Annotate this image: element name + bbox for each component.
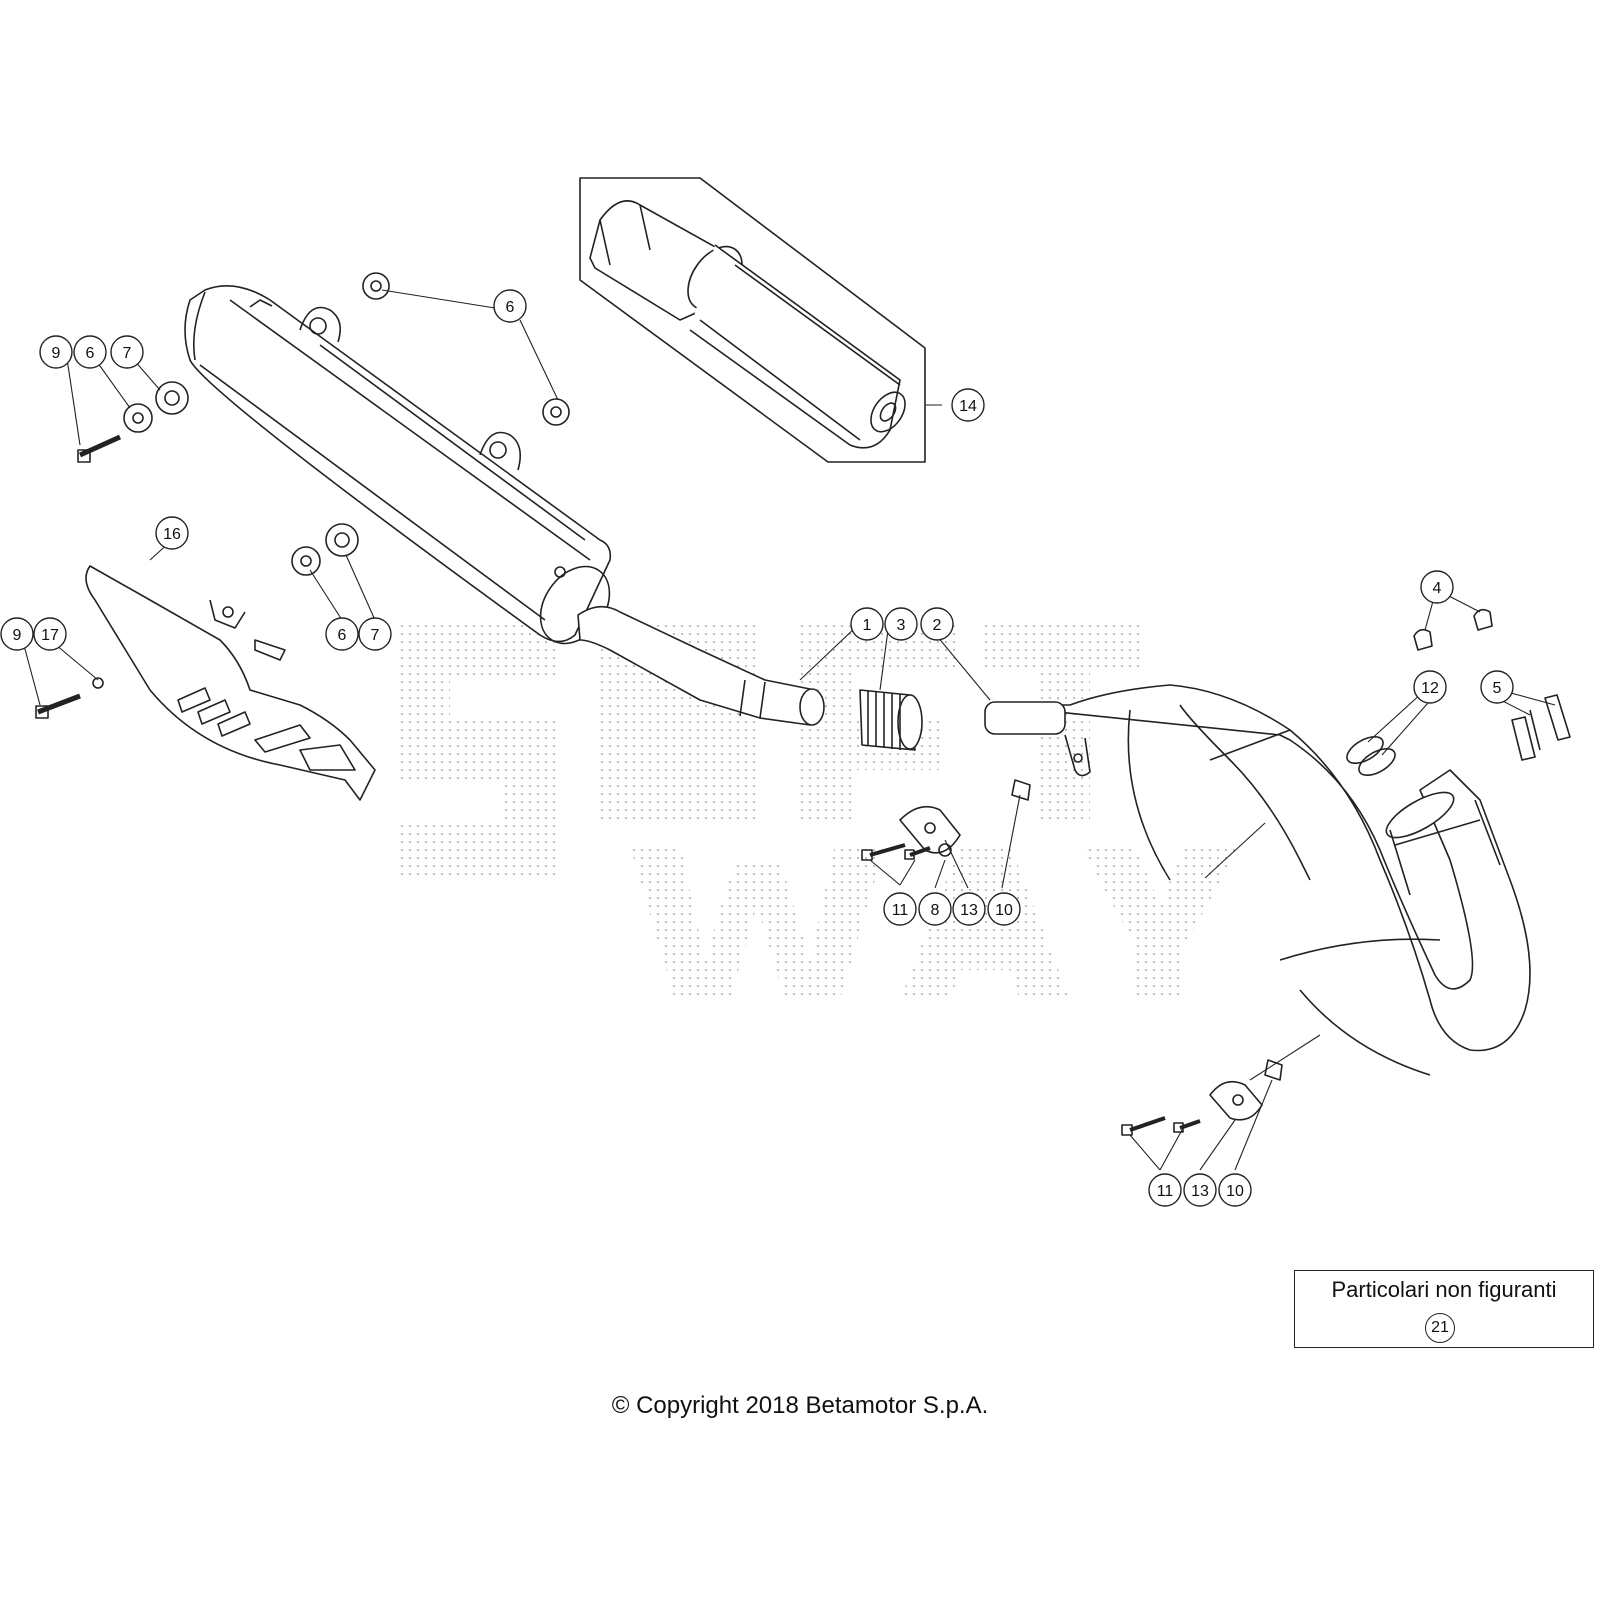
link-pipe [577, 605, 825, 726]
callout-circle [325, 617, 359, 651]
callout-number: 12 [1421, 680, 1439, 697]
legend-title: Particolari non figuranti [1331, 1277, 1557, 1302]
callout-circle [1420, 570, 1454, 604]
silencer [184, 284, 612, 645]
callout-circle [1480, 670, 1514, 704]
callout-circle [110, 335, 144, 369]
callout-number: 17 [41, 627, 59, 644]
callout-number: 13 [1191, 1183, 1209, 1200]
callout-circle [920, 607, 954, 641]
copyright-text: © Copyright 2018 Betamotor S.p.A. [611, 1392, 989, 1419]
callout-number: 8 [931, 902, 940, 919]
callout-circle [850, 607, 884, 641]
legend-box: Particolari non figuranti 21 [1294, 1270, 1594, 1348]
callout-circle [884, 607, 918, 641]
callout-circle [493, 289, 527, 323]
callout-circle [1183, 1173, 1217, 1207]
callout-circle [155, 516, 189, 550]
callout-circle [73, 335, 107, 369]
callout-number: 6 [338, 627, 347, 644]
callout-circle [951, 388, 985, 422]
callout-number: 9 [52, 345, 61, 362]
callout-circle [883, 892, 917, 926]
callout-number: 10 [1226, 1183, 1244, 1200]
callout-number: 10 [995, 902, 1013, 919]
callout-number: 6 [86, 345, 95, 362]
callout-number: 5 [1493, 680, 1502, 697]
callout-circle [1218, 1173, 1252, 1207]
callout-circle [358, 617, 392, 651]
callout-circle [952, 892, 986, 926]
expansion-chamber [984, 684, 1531, 1076]
callout-circle [0, 617, 34, 651]
watermark [395, 620, 1240, 1000]
callout-number: 16 [163, 526, 181, 543]
heat-guard [85, 565, 376, 801]
callout-number: 13 [960, 902, 978, 919]
legend-number: 21 [1425, 1313, 1455, 1343]
callout-number: 7 [123, 345, 132, 362]
callout-number: 1 [863, 617, 872, 634]
callout-circle [1148, 1173, 1182, 1207]
callout-circle [987, 892, 1021, 926]
callout-number: 11 [892, 902, 909, 919]
gasket [859, 689, 923, 751]
callout-number: 6 [506, 299, 515, 316]
callout-number: 3 [897, 617, 906, 634]
callout-circle [33, 617, 67, 651]
packing-kit-box [579, 177, 926, 463]
callout-number: 4 [1433, 580, 1442, 597]
callout-circle [1413, 670, 1447, 704]
callout-number: 2 [933, 617, 942, 634]
callout-number: 11 [1157, 1183, 1174, 1200]
callout-number: 9 [13, 627, 22, 644]
callout-number: 7 [371, 627, 380, 644]
leader-lines [21, 289, 1556, 1171]
callout-number: 14 [959, 398, 977, 415]
callout-circle [39, 335, 73, 369]
callout-circle [918, 892, 952, 926]
hardware [35, 272, 1571, 1136]
line-art [21, 177, 1571, 1171]
